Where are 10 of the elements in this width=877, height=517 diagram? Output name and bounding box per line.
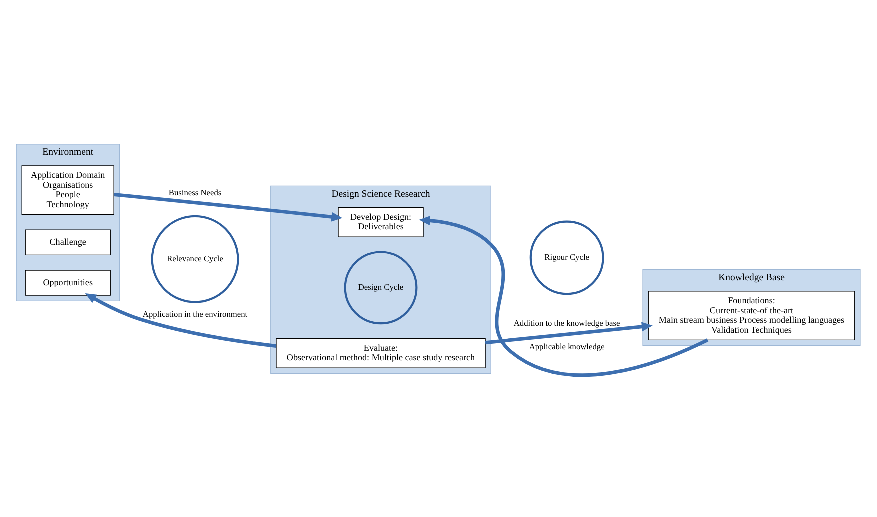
node-box: Evaluate: Observational method: Multiple case study research <box>276 338 486 368</box>
node-box: Application Domain Organisations People Technology <box>22 165 114 215</box>
arrow <box>419 215 709 376</box>
node-box: Opportunities <box>25 270 111 296</box>
node-box: Foundations: Current-state-of the-art Main stream business Process modelling languages Validation Techniques <box>648 290 856 340</box>
arrow <box>85 293 276 348</box>
arrow <box>114 192 343 222</box>
arrow <box>485 322 653 344</box>
node-box: Challenge <box>25 229 111 256</box>
node-box: Develop Design: Deliverables <box>338 206 424 237</box>
